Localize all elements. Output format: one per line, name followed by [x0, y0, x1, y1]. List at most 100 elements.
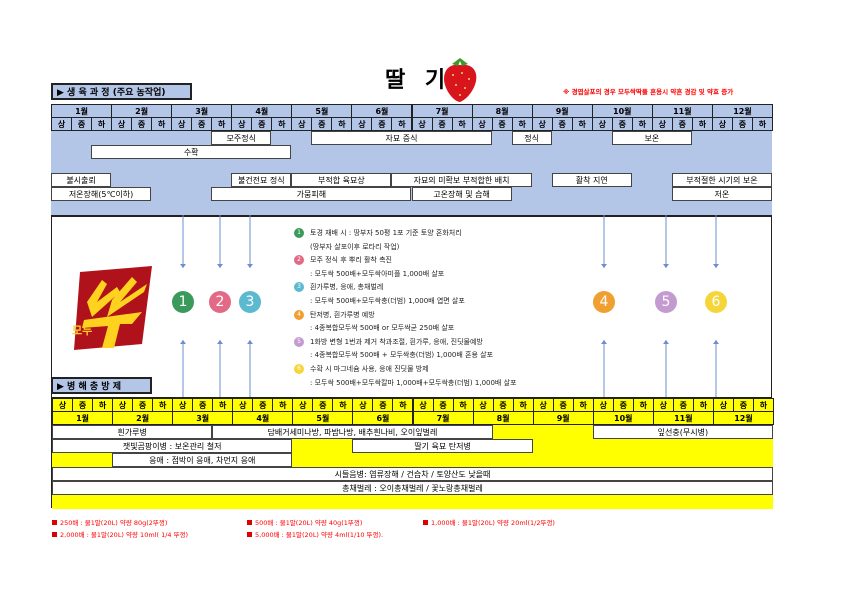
- period-header: 하: [331, 117, 353, 131]
- spacer: [294, 350, 304, 360]
- step-text: 1화방 변형 1번과 제거 착과조절, 흰가루, 응애, 진딧물예방: [310, 337, 483, 346]
- yellow-fill: [52, 495, 773, 509]
- period-bar: 잎선충(무시병): [592, 425, 773, 439]
- step-circle-6: 6: [705, 291, 727, 313]
- arrow-head-icon: [663, 340, 669, 344]
- dilution-note: 500배 : 물1말(20L) 약량 40g(1뚜껑): [247, 517, 362, 527]
- period-bar: 불건전묘 정식: [231, 173, 292, 187]
- spacer: [294, 378, 304, 388]
- period-header: 하: [751, 117, 773, 131]
- period-header: 하: [752, 398, 774, 412]
- period-bar: 저온장해(5℃이하): [51, 187, 152, 201]
- period-header: 중: [371, 117, 393, 131]
- pest-section-header: ▶ 병 해 충 방 제: [51, 377, 152, 394]
- yellow-fill: [292, 439, 353, 453]
- period-header: 중: [372, 398, 394, 412]
- arrow-head-icon: [713, 340, 719, 344]
- arrow-head-icon: [217, 264, 223, 268]
- step-text: 수확 시 마그네슘 사용, 응애 진딧물 방제: [310, 364, 429, 373]
- step-line: 6 수확 시 마그네슘 사용, 응애 진딧물 방제: [294, 363, 516, 377]
- month-header: 2월: [112, 411, 174, 425]
- page-title: 딸 기: [385, 68, 452, 93]
- month-header: 8월: [472, 411, 534, 425]
- step-line: : 모두싹 500배+모두싹충(더범) 1,000배 엽면 살포: [294, 295, 516, 309]
- period-bar: 시들음병: 염류장해 / 건습차 / 토양산도 낮을때: [52, 467, 773, 481]
- period-header: 중: [552, 398, 574, 412]
- step-line: : 4종복합모두싹 500배 or 모두싹균 250배 살포: [294, 322, 516, 336]
- step-circle-3: 3: [239, 291, 261, 313]
- period-header: 상: [592, 398, 614, 412]
- period-header: 상: [352, 398, 374, 412]
- step-circle-4: 4: [593, 291, 615, 313]
- growth-section-header: ▶ 생 육 과 정 (주요 농작업): [51, 83, 192, 100]
- period-bar: 자묘 증식: [311, 131, 492, 145]
- period-header: 하: [332, 398, 354, 412]
- period-header: 중: [431, 117, 453, 131]
- arrow-head-icon: [601, 264, 607, 268]
- month-header: 10월: [592, 411, 654, 425]
- period-header: 상: [412, 398, 434, 412]
- period-header: 중: [252, 398, 274, 412]
- period-bar: 자묘의 미확보 부적합한 배치: [391, 173, 532, 187]
- month-header: 5월: [292, 411, 354, 425]
- step-text: 토경 재배 시 : 땅부자 50평 1포 기준 토양 혼화처리: [310, 229, 462, 237]
- top-note: ※ 경엽살포의 경우 모두싹딱풀 혼용시 약흔 경감 및 약효 증가: [563, 88, 734, 96]
- month-header: 11월: [652, 411, 714, 425]
- step-number-badge: 4: [294, 309, 304, 320]
- arrow-head-icon: [247, 340, 253, 344]
- dilution-note: 1,000배 : 물1말(20L) 약량 20ml(1/2뚜껑): [423, 517, 555, 527]
- bullet-square-icon: [52, 532, 57, 537]
- step-line: 2 모주 정식 후 뿌리 활착 촉진: [294, 254, 516, 268]
- step-text: 모주 정식 후 뿌리 활착 촉진: [310, 256, 392, 265]
- step-line: : 모두싹 500배+모두싹칼마 1,000배+모두싹충(더범) 1,000배 …: [294, 377, 516, 391]
- period-header: 하: [572, 398, 594, 412]
- dilution-text: 2,000배 : 물1말(20L) 약량 10ml( 1/4 뚜껑): [60, 531, 189, 539]
- yellow-fill: [532, 439, 773, 453]
- period-header: 중: [732, 398, 754, 412]
- period-header: 하: [211, 117, 233, 131]
- step-text: : 모두싹 500배+모두싹충(더범) 1,000배 엽면 살포: [310, 296, 465, 305]
- month-header: 7월: [412, 411, 474, 425]
- step-text: : 모두싹 500배+모두싹칼마 1,000배+모두싹충(더범) 1,000배 …: [310, 378, 517, 387]
- dilution-note: 2,000배 : 물1말(20L) 약량 10ml( 1/4 뚜껑): [52, 529, 188, 539]
- dilution-text: 250배 : 물1말(20L) 약량 80g(2뚜껑): [60, 519, 168, 527]
- period-header: 상: [172, 398, 194, 412]
- period-header: 상: [531, 117, 553, 131]
- step-number-badge: 3: [294, 282, 304, 293]
- month-header: 9월: [532, 411, 594, 425]
- step-number-badge: 2: [294, 255, 304, 266]
- bullet-square-icon: [52, 520, 57, 525]
- period-bar: 보온: [611, 131, 692, 145]
- period-header: 하: [512, 398, 534, 412]
- period-header: 중: [672, 398, 694, 412]
- bullet-square-icon: [247, 520, 252, 525]
- arrow-head-icon: [663, 264, 669, 268]
- period-bar: 부적절한 시기의 보온: [671, 173, 772, 187]
- bullet-square-icon: [423, 520, 428, 525]
- month-header: 3월: [172, 411, 234, 425]
- period-bar: 활착 지연: [551, 173, 632, 187]
- period-bar: 딸기 육묘 탄저병: [352, 439, 533, 453]
- spacer: [294, 242, 304, 252]
- strawberry-icon: [444, 58, 477, 102]
- period-header: 상: [712, 398, 734, 412]
- period-header: 하: [392, 398, 414, 412]
- period-header: 중: [612, 398, 634, 412]
- period-header: 하: [692, 398, 714, 412]
- period-header: 하: [452, 398, 474, 412]
- modussak-logo: 모두: [72, 266, 152, 350]
- dilution-text: 1,000배 : 물1말(20L) 약량 20ml(1/2뚜껑): [431, 519, 555, 527]
- step-number-badge: 6: [294, 363, 304, 374]
- period-header: 하: [631, 117, 653, 131]
- period-header: 상: [652, 398, 674, 412]
- period-header: 중: [192, 398, 214, 412]
- arrow-head-icon: [713, 264, 719, 268]
- spacer: [294, 323, 304, 333]
